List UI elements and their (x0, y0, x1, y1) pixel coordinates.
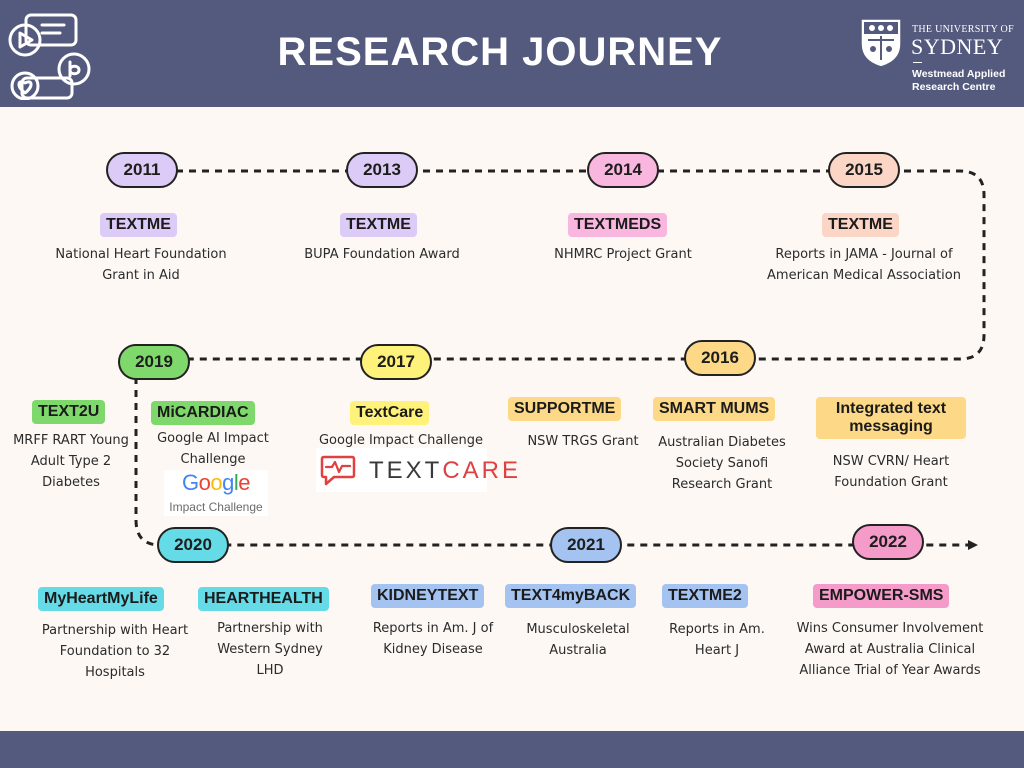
project-description: Australian Diabetes Society Sanofi Resea… (658, 435, 786, 492)
research-centre-name: Westmead Applied Research Centre (912, 68, 1006, 93)
year-2017: 2017 (360, 344, 432, 380)
google-wordmark: Google (181, 470, 251, 495)
project-tag: HEARTHEALTH (198, 587, 329, 611)
year-2021: 2021 (550, 527, 622, 563)
textcare-logo: TEXTCARE (316, 448, 518, 492)
google-impact-challenge-logo: Google Impact Challenge (164, 470, 268, 516)
project-tag: MyHeartMyLife (38, 587, 164, 611)
project-description: Reports in Am. J of Kidney Disease (372, 621, 494, 657)
year-2011: 2011 (106, 152, 178, 188)
year-2022: 2022 (852, 524, 924, 560)
app-icons-logo (8, 13, 91, 100)
project-tag: MiCARDIAC (151, 401, 255, 425)
google-logo-subtitle: Impact Challenge (169, 500, 263, 514)
year-2015: 2015 (828, 152, 900, 188)
project-description: Google Impact Challenge (318, 433, 484, 448)
project-description: NHMRC Project Grant (554, 247, 692, 262)
project-description: National Heart Foundation Grant in Aid (55, 247, 227, 283)
project-tag: EMPOWER-SMS (813, 584, 950, 608)
textcare-wordmark: TEXTCARE (369, 457, 522, 484)
university-name: SYDNEY (911, 34, 1004, 59)
header-bar (0, 0, 1024, 107)
project-tag: TEXTME (822, 213, 899, 237)
heartbeat-chat-icon (320, 455, 356, 486)
project-tag: KIDNEYTEXT (371, 584, 485, 608)
project-description: NSW CVRN/ Heart Foundation Grant (832, 454, 950, 490)
project-tag: TextCare (350, 401, 430, 425)
project-description: Partnership with Heart Foundation to 32 … (41, 623, 189, 680)
year-2013: 2013 (346, 152, 418, 188)
project-tag: TEXT4myBACK (505, 584, 637, 608)
project-description: BUPA Foundation Award (304, 247, 460, 262)
project-description: Reports in Am. Heart J (669, 622, 765, 658)
project-description: Wins Consumer Involvement Award at Austr… (796, 621, 984, 678)
project-tag: TEXTMEDS (568, 213, 668, 237)
project-tag: TEXTME (340, 213, 417, 237)
project-tag: SMART MUMS (653, 397, 776, 421)
project-description: Musculoskeletal Australia (526, 622, 630, 658)
project-tag: TEXTME (100, 213, 177, 237)
university-crest-icon (860, 18, 902, 68)
project-description: Reports in JAMA - Journal of American Me… (767, 247, 961, 283)
year-2019: 2019 (118, 344, 190, 380)
page-title: RESEARCH JOURNEY (277, 30, 723, 74)
university-line1: THE UNIVERSITY OF (912, 24, 1014, 35)
year-2016: 2016 (684, 340, 756, 376)
university-rule (913, 62, 922, 63)
footer-bar (0, 731, 1024, 768)
project-description: Partnership with Western Sydney LHD (217, 621, 323, 678)
year-2014: 2014 (587, 152, 659, 188)
project-tag: Integrated text messaging (816, 397, 966, 439)
project-tag: SUPPORTME (508, 397, 622, 421)
year-2020: 2020 (157, 527, 229, 563)
project-description: MRFF RART Young Adult Type 2 Diabetes (13, 433, 129, 490)
project-description: Google AI Impact Challenge (157, 431, 269, 467)
project-tag: TEXTME2 (662, 584, 748, 608)
project-tag: TEXT2U (32, 400, 106, 424)
project-description: NSW TRGS Grant (527, 434, 639, 449)
university-logo: THE UNIVERSITY OF SYDNEY Westmead Applie… (856, 14, 1021, 96)
